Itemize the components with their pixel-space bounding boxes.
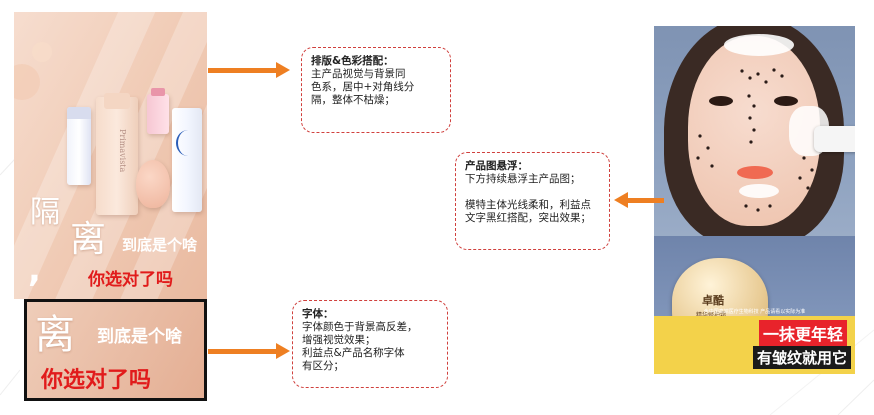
product-brand-label: Primavista	[118, 129, 127, 173]
jar-brand: 卓酷	[702, 294, 724, 307]
photo-banner: 一抹更年轻 有皱纹就用它	[654, 316, 855, 374]
banner-top-text: 一抹更年轻	[758, 320, 847, 346]
crop-cta: 你选对了吗	[41, 368, 152, 393]
note-layout-line: 色系，居中+对角线分	[311, 81, 415, 93]
crop-subtitle: 到底是个啥	[97, 327, 182, 347]
brush	[814, 126, 855, 152]
product-tube-white	[172, 108, 202, 212]
note-floating-line: 下方持续悬浮主产品图；	[465, 173, 581, 185]
poster-subtitle: 到底是个啥	[122, 236, 198, 254]
note-font-line: 增强视觉效果；	[302, 334, 376, 346]
jar-small-text: 精华修护霜	[696, 310, 726, 319]
note-font-title: 字体：	[302, 308, 334, 320]
note-font-line: 利益点&产品名称字体	[302, 347, 405, 359]
poster-cta: 你选对了吗	[88, 270, 173, 290]
note-floating-spacer	[465, 186, 600, 199]
note-floating-title: 产品图悬浮：	[465, 160, 528, 172]
product-bottle-white	[67, 107, 91, 185]
crop-headline-char: 离	[35, 312, 75, 358]
note-floating-product: 产品图悬浮： 下方持续悬浮主产品图； 模特主体光线柔和，利益点 文字黑红搭配，突…	[455, 152, 610, 250]
photo-caption: 含中国高端医疗生物科技 产品请看以实际为准	[703, 309, 806, 315]
note-font: 字体： 字体颜色于背景高反差， 增强视觉效果； 利益点&产品名称字体 有区分；	[292, 300, 448, 388]
note-font-line: 字体颜色于背景高反差，	[302, 321, 418, 333]
note-floating-line: 文字黑红搭配，突出效果；	[465, 212, 591, 224]
font-detail-crop: 离 到底是个啥 你选对了吗	[24, 299, 207, 401]
headline-char-1: 隔	[30, 195, 60, 230]
note-font-line: 有区分；	[302, 360, 344, 372]
product-bottle-primavista: Primavista	[96, 93, 138, 215]
note-layout-color: 排版&色彩搭配： 主产品视觉与背景同 色系，居中+对角线分 隔，整体不枯燥；	[301, 47, 451, 133]
banner-bottom-text: 有皱纹就用它	[752, 346, 851, 369]
product-tube-small	[147, 88, 169, 134]
note-layout-line: 主产品视觉与背景同	[311, 68, 406, 80]
product-sponge	[136, 160, 170, 208]
note-layout-line: 隔，整体不枯燥；	[311, 94, 395, 106]
note-floating-line: 模特主体光线柔和，利益点	[465, 199, 591, 211]
model-photo: 卓酷 精华修护霜 含中国高端医疗生物科技 产品请看以实际为准 一抹更年轻 有皱纹…	[654, 26, 855, 374]
model-lips	[737, 166, 773, 179]
note-layout-title: 排版&色彩搭配：	[311, 55, 394, 67]
poster-image: Primavista 隔 离 , 到底是个啥 你选对了吗	[14, 12, 207, 299]
headline-char-2: 离	[70, 219, 107, 260]
